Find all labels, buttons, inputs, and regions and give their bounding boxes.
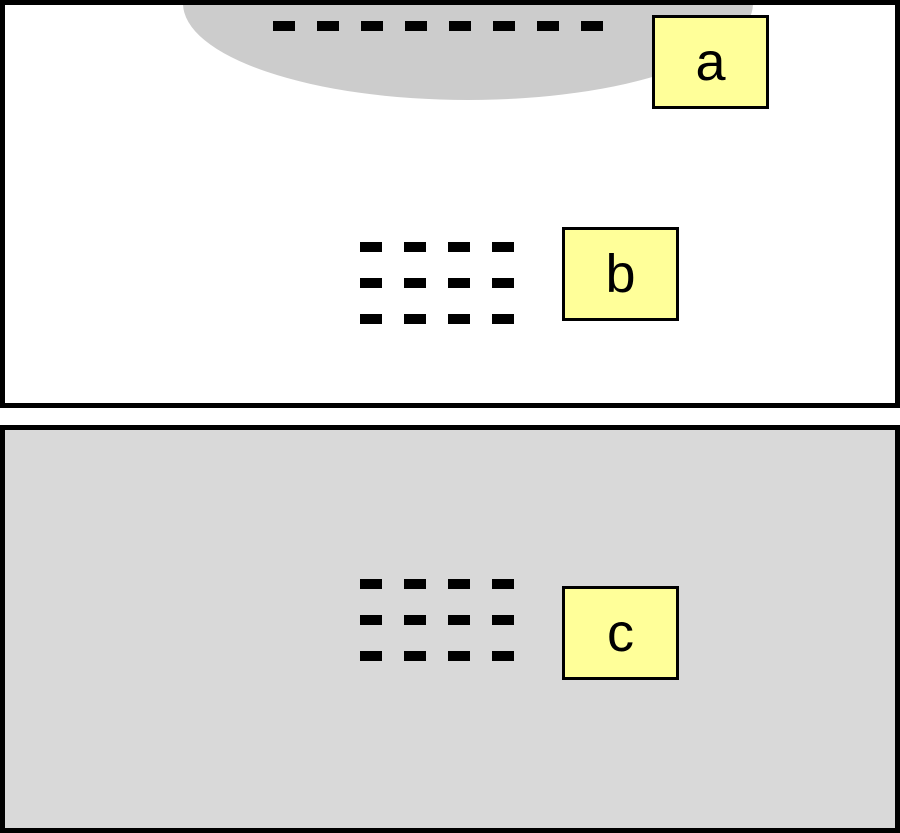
label-a: a [652,15,769,109]
dash-a [581,21,603,31]
dash-c [360,651,382,661]
dash-c [448,615,470,625]
dash-b [360,314,382,324]
dash-b [404,278,426,288]
dash-a [449,21,471,31]
dash-c [492,615,514,625]
dash-b [492,278,514,288]
dash-c [360,579,382,589]
bottom-panel: c [0,425,900,833]
dash-b [448,314,470,324]
dash-b [360,278,382,288]
label-c: c [562,586,679,680]
dash-c [404,579,426,589]
dash-b [448,278,470,288]
dash-a [361,21,383,31]
dash-c [492,579,514,589]
dash-b [360,242,382,252]
top-panel: a b [0,0,900,408]
label-b: b [562,227,679,321]
dash-c [448,651,470,661]
dash-b [492,314,514,324]
dash-a [317,21,339,31]
dash-a [273,21,295,31]
dash-a [493,21,515,31]
dash-c [360,615,382,625]
dash-c [448,579,470,589]
dash-a [537,21,559,31]
dash-a [405,21,427,31]
dash-b [404,314,426,324]
dash-c [492,651,514,661]
dash-c [404,651,426,661]
dash-c [404,615,426,625]
dash-b [492,242,514,252]
dash-b [404,242,426,252]
dash-b [448,242,470,252]
